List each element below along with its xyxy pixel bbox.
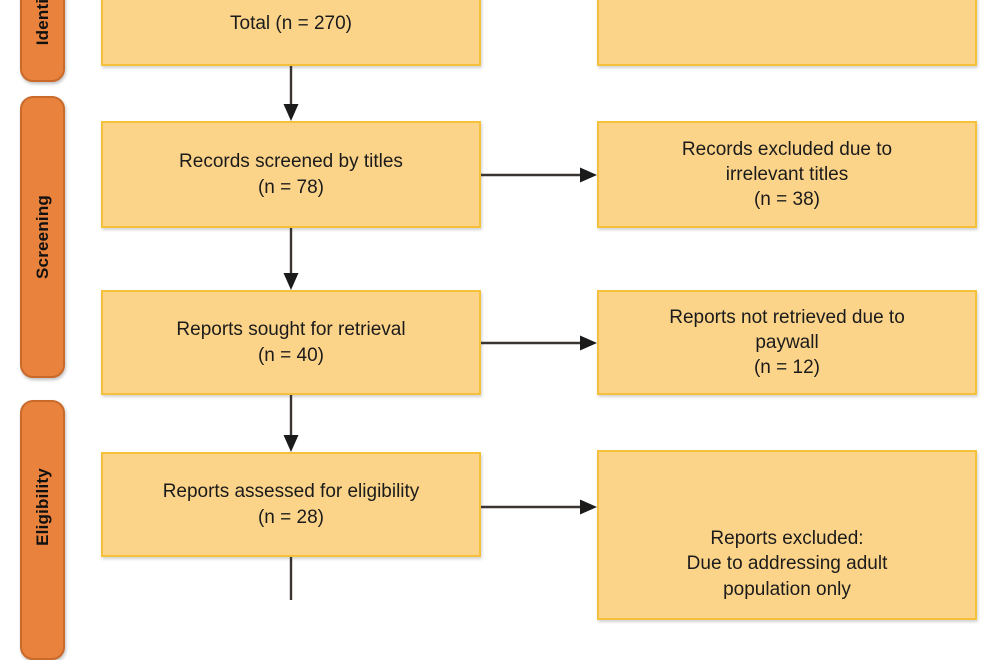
flow-box-records-screened-titles-text: Records screened by titles (n = 78) (179, 151, 403, 198)
connector-assessed-to-excluded-adult (481, 497, 599, 517)
stage-bar-identification: Identification (20, 0, 65, 82)
stage-bar-eligibility: Eligibility (20, 400, 65, 660)
flow-box-records-excluded-titles-text: Records excluded due to irrelevant title… (681, 138, 893, 211)
flow-box-reports-sought-retrieval: Reports sought for retrieval (n = 40) (101, 290, 481, 395)
flow-box-reports-not-retrieved-text: Reports not retrieved due to paywall (n … (669, 306, 905, 379)
flow-box-records-excluded-duplicates: (n = 192) (597, 0, 977, 66)
flow-box-reports-assessed-text: Reports assessed for eligibility (n = 28… (162, 481, 420, 528)
connector-screened-to-excluded-titles (481, 165, 599, 185)
flow-box-reports-excluded-adult-text: Reports excluded: Due to addressing adul… (686, 528, 888, 600)
flow-box-total-records: Total (n = 270) (101, 0, 481, 66)
stage-label-eligibility: Eligibility (32, 468, 52, 546)
connector-assessed-to-next (281, 557, 301, 600)
flow-box-records-excluded-titles: Records excluded due to irrelevant title… (597, 121, 977, 228)
flow-box-reports-assessed: Reports assessed for eligibility (n = 28… (101, 452, 481, 557)
stage-label-identification: Identification (33, 0, 53, 45)
flow-box-total-records-text: Total (n = 270) (230, 13, 352, 35)
flow-box-records-screened-titles: Records screened by titles (n = 78) (101, 121, 481, 228)
connector-sought-to-not-retrieved (481, 333, 599, 353)
connector-sought-to-assessed (281, 395, 301, 453)
flow-box-reports-excluded-adult: Reports excluded: Due to addressing adul… (597, 450, 977, 620)
connector-screened-to-sought (281, 228, 301, 291)
flow-box-reports-sought-retrieval-text: Reports sought for retrieval (n = 40) (176, 319, 406, 366)
connector-total-to-screened (281, 66, 301, 122)
stage-bar-screening: Screening (20, 96, 65, 378)
stage-label-screening: Screening (32, 195, 52, 279)
prisma-flow-diagram: Identification Screening Eligibility Tot… (20, 0, 977, 660)
flow-box-reports-not-retrieved: Reports not retrieved due to paywall (n … (597, 290, 977, 395)
